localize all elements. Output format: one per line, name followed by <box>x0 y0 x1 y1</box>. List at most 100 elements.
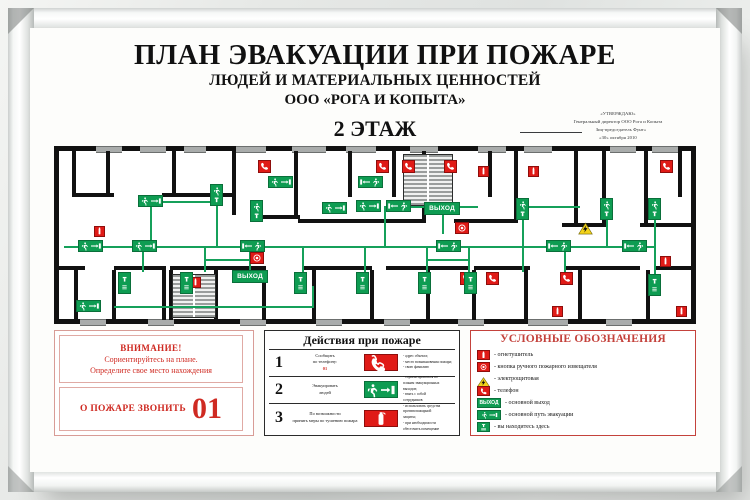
stair-wall-left <box>169 270 173 320</box>
phone-icon <box>376 160 389 173</box>
header: ПЛАН ЭВАКУАЦИИ ПРИ ПОЖАРЕ ЛЮДЕЙ И МАТЕРИ… <box>30 28 720 146</box>
extinguisher-icon <box>552 306 563 317</box>
window <box>384 319 410 326</box>
route-branch <box>364 246 367 272</box>
legend-title: УСЛОВНЫЕ ОБОЗНАЧЕНИЯ <box>500 333 666 345</box>
route-branch <box>426 259 470 262</box>
wall-corridor-upper <box>162 193 236 197</box>
legend-label: - телефон <box>494 387 519 394</box>
you-are-here-icon <box>477 421 490 432</box>
wall-partition <box>472 270 476 320</box>
wall-partition <box>426 270 430 320</box>
legend-item: - кнопка ручного пожарного извещателя <box>477 361 597 372</box>
wall-partition <box>172 151 176 195</box>
wall-partition <box>370 270 374 320</box>
action-step-3: 3 По возможности принять меры по тушению… <box>269 404 455 432</box>
wall-corridor-upper <box>454 219 516 223</box>
floor-plan: ВЫХОД ВЫХОД <box>54 146 696 326</box>
step-text: Сообщить по телефону: 01 <box>289 353 361 373</box>
wall-partition <box>348 151 352 197</box>
legend-label: - основной путь эвакуации <box>505 411 574 418</box>
manual-call-point-icon <box>455 222 469 234</box>
you-are-here-icon <box>118 272 131 294</box>
manual-call-point-icon <box>250 252 264 264</box>
route-branch <box>142 246 145 272</box>
legend-label: - вы находитесь здесь <box>494 423 550 430</box>
you-are-here-icon <box>210 184 223 206</box>
frame-miter-top-right <box>716 8 742 34</box>
wall-partition <box>214 270 218 320</box>
wall-partition <box>74 270 78 320</box>
legend-panel: УСЛОВНЫЕ ОБОЗНАЧЕНИЯ - огнетушитель - кн… <box>470 330 696 436</box>
page-subtitle: ЛЮДЕЙ И МАТЕРИАЛЬНЫХ ЦЕННОСТЕЙ <box>209 72 541 89</box>
approval-line-1: «УТВЕРЖДАЮ» <box>600 111 636 116</box>
route-branch <box>150 201 218 204</box>
action-step-2: 2 Эвакуировать людей - сориентироваться … <box>269 375 455 402</box>
extinguisher-icon <box>528 166 539 177</box>
step-phone-number: 01 <box>322 365 328 371</box>
frame-miter-bottom-left <box>8 466 34 492</box>
window <box>80 319 106 326</box>
step-text-line-1: Сообщить <box>315 352 335 358</box>
floor-label: 2 ЭТАЖ <box>333 116 417 141</box>
wall-corridor-lower <box>170 266 266 270</box>
evacuation-route-icon <box>240 240 265 252</box>
call-label: О ПОЖАРЕ ЗВОНИТЬ <box>79 404 186 414</box>
you-are-here-icon <box>648 274 661 296</box>
phone-icon <box>402 160 415 173</box>
attention-line-1: Сориентируйтесь на плане. <box>104 355 198 364</box>
action-step-1: 1 Сообщить по телефону: 01 - адрес объек… <box>269 350 455 375</box>
evacuation-route-icon <box>78 240 103 252</box>
wall-partition <box>524 270 528 320</box>
legend-item: ВЫХОД - основной выход <box>477 397 550 408</box>
frame-bar-left <box>8 8 34 492</box>
legend-label: - электрощитовая <box>494 375 539 382</box>
evacuation-route-icon <box>138 195 163 207</box>
window <box>240 319 266 326</box>
legend-item: - огнетушитель <box>477 349 533 360</box>
phone-icon <box>364 354 398 373</box>
wall-outer-left <box>54 146 59 324</box>
attention-title: ВНИМАНИЕ! <box>120 343 182 353</box>
window <box>652 146 678 153</box>
wall-corridor-lower <box>302 266 372 270</box>
route-branch <box>564 246 567 274</box>
extinguisher-icon <box>94 226 105 237</box>
attention-line-2: Определите свое место нахождения <box>90 366 212 375</box>
window <box>458 319 484 326</box>
legend-label: - кнопка ручного пожарного извещателя <box>494 363 597 370</box>
wall-outer-right <box>691 146 696 324</box>
extinguisher-icon <box>364 409 398 427</box>
wall-corridor-upper <box>640 223 696 227</box>
evacuation-route-icon <box>76 300 101 312</box>
running-man-exit-icon <box>364 381 398 398</box>
wall-corridor-upper <box>250 215 300 219</box>
route-branch <box>522 206 525 248</box>
electrical-panel-icon <box>578 222 593 235</box>
call-box: О ПОЖАРЕ ЗВОНИТЬ 01 <box>59 387 243 431</box>
wall-partition <box>678 151 682 197</box>
phone-icon <box>444 160 457 173</box>
wall-corridor-lower <box>566 266 640 270</box>
legend-label: - основной выход <box>505 399 550 406</box>
wall-partition <box>106 151 110 193</box>
evacuation-route-icon <box>268 176 293 188</box>
actions-title: Действия при пожаре <box>303 333 421 347</box>
wall-corridor-lower <box>654 266 696 270</box>
exit-sign-icon: ВЫХОД <box>477 397 501 408</box>
evacuation-route-icon <box>477 409 501 420</box>
wall-partition <box>392 151 396 197</box>
you-are-here-icon <box>180 272 193 294</box>
legend-item: - основной путь эвакуации <box>477 409 573 420</box>
phone-icon <box>486 272 499 285</box>
step-number: 2 <box>275 380 283 398</box>
wall-partition <box>112 270 116 320</box>
exit-sign-right: ВЫХОД <box>424 202 460 215</box>
you-are-here-icon <box>418 272 431 294</box>
wall-corridor-lower <box>114 266 166 270</box>
window <box>236 146 266 153</box>
page-title: ПЛАН ЭВАКУАЦИИ ПРИ ПОЖАРЕ <box>134 40 616 71</box>
route-upper <box>524 206 580 209</box>
step-text-line-1: По возможности <box>309 411 341 417</box>
route-branch <box>204 259 264 262</box>
